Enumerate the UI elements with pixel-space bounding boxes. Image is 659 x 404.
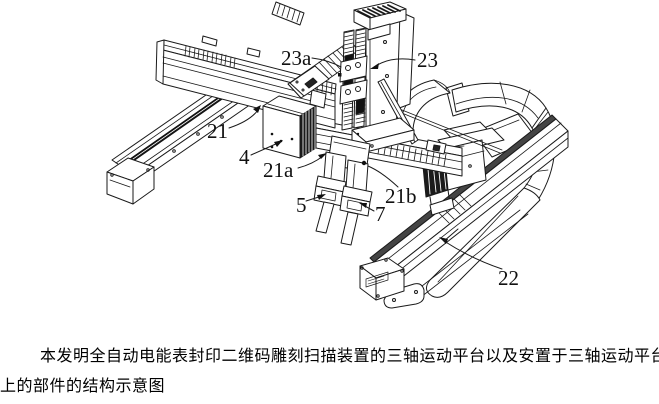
caption-line-2: 上的部件的结构示意图 <box>0 376 166 395</box>
y-rail-right-foot <box>359 257 425 309</box>
part-label-22: 22 <box>498 266 519 290</box>
z-axis-tower <box>338 1 419 153</box>
y-axis-rail-right <box>369 114 569 305</box>
figure-area: 23a 23 21 4 21a 5 7 21b 22 <box>106 1 569 309</box>
gripper-5 <box>313 151 347 234</box>
x-carriage-housing <box>262 95 317 159</box>
part-label-23a: 23a <box>281 46 312 70</box>
figure-caption: 本发明全自动电能表封印二维码雕刻扫描装置的三轴运动平台以及安置于三轴运动平台 上… <box>0 341 659 401</box>
gripper-7 <box>339 159 373 246</box>
three-axis-platform-drawing: 23a 23 21 4 21a 5 7 21b 22 <box>106 1 569 309</box>
part-label-7: 7 <box>375 202 386 226</box>
leader-22-prong <box>443 228 459 242</box>
part-label-5: 5 <box>296 193 307 217</box>
part-label-21a: 21a <box>263 158 294 182</box>
part-labels: 23a 23 21 4 21a 5 7 21b 22 <box>207 46 519 290</box>
leader-lines <box>228 57 503 270</box>
leader-22 <box>443 240 503 270</box>
part-label-21b: 21b <box>385 184 417 208</box>
leader-23a <box>311 57 342 68</box>
part-label-4: 4 <box>239 145 250 169</box>
part-label-21: 21 <box>207 119 228 143</box>
leader-21b <box>367 165 399 188</box>
y-rail-left-foot <box>106 157 155 205</box>
cable-rod <box>391 105 503 154</box>
leader-4 <box>250 142 279 156</box>
caption-line-1: 本发明全自动电能表封印二维码雕刻扫描装置的三轴运动平台以及安置于三轴运动平台 <box>40 346 659 365</box>
part-label-23: 23 <box>417 48 438 72</box>
top-rail-stub <box>271 1 305 26</box>
